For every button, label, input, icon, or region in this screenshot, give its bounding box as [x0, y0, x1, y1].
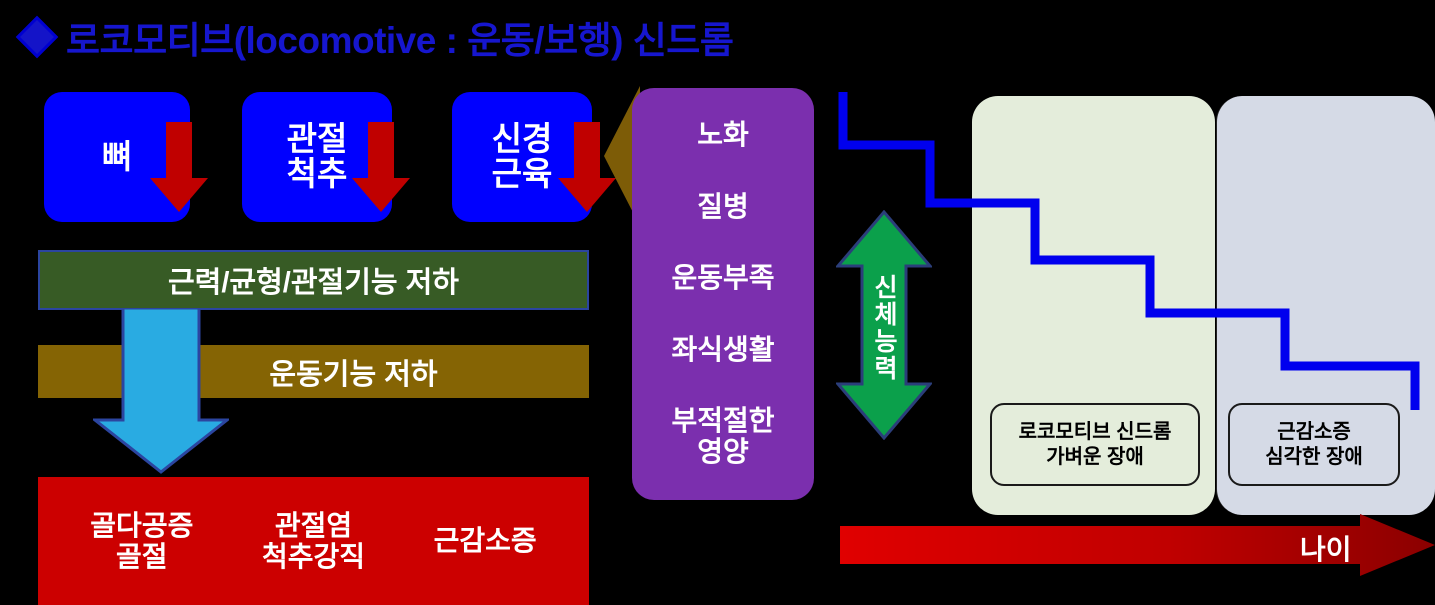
source-box-bone-label: 뼈: [101, 137, 133, 175]
red-right-arrow-icon: [840, 514, 1435, 576]
panel-label-locomotive: 로코모티브 신드롬 가벼운 장애: [990, 403, 1200, 486]
outcome-item: 골다공증 골절: [90, 509, 194, 572]
red-down-arrow-icon: [150, 122, 208, 212]
cyan-down-arrow-icon: [93, 308, 229, 474]
physical-ability-step-line: [838, 92, 1420, 410]
page-title: 로코모티브(locomotive : 운동/보행) 신드롬: [15, 10, 734, 64]
decline-bar-function: 근력/균형/관절기능 저하: [38, 250, 589, 310]
outcome-item: 근감소증: [433, 525, 537, 557]
risk-factor-item: 노화: [697, 119, 749, 151]
panel-label-locomotive-text: 로코모티브 신드롬 가벼운 장애: [1018, 421, 1172, 468]
panel-label-sarcopenia: 근감소증 심각한 장애: [1228, 403, 1400, 486]
page-title-text: 로코모티브(locomotive : 운동/보행) 신드롬: [66, 20, 734, 61]
decline-bar-mobility-label: 운동기능 저하: [269, 358, 438, 391]
chart-panel-locomotive: [972, 96, 1215, 515]
risk-factor-item: 좌식생활: [671, 333, 775, 365]
outcome-box: 골다공증 골절 관절염 척추강직 근감소증: [38, 477, 589, 605]
age-axis-label: 나이: [1300, 534, 1352, 565]
outcome-item: 관절염 척추강직: [261, 509, 365, 572]
risk-factor-item: 운동부족: [671, 262, 775, 294]
diamond-bullet-icon: [15, 15, 59, 59]
source-box-bone: 뼈: [44, 92, 190, 222]
red-down-arrow-icon: [558, 122, 616, 212]
green-double-arrow-icon: [836, 210, 932, 440]
panel-label-sarcopenia-text: 근감소증 심각한 장애: [1265, 421, 1363, 468]
red-down-arrow-icon: [352, 122, 410, 212]
source-box-nerve-muscle-label: 신경 근육: [491, 120, 553, 192]
risk-factor-item: 부적절한 영양: [671, 405, 775, 467]
risk-factor-item: 질병: [697, 190, 749, 222]
source-box-joint-spine-label: 관절 척추: [286, 120, 348, 192]
risk-factor-box: 노화 질병 운동부족 좌식생활 부적절한 영양: [632, 88, 814, 500]
decline-bar-function-label: 근력/균형/관절기능 저하: [168, 267, 459, 299]
source-box-joint-spine: 관절 척추: [242, 92, 392, 222]
source-box-nerve-muscle: 신경 근육: [452, 92, 592, 222]
